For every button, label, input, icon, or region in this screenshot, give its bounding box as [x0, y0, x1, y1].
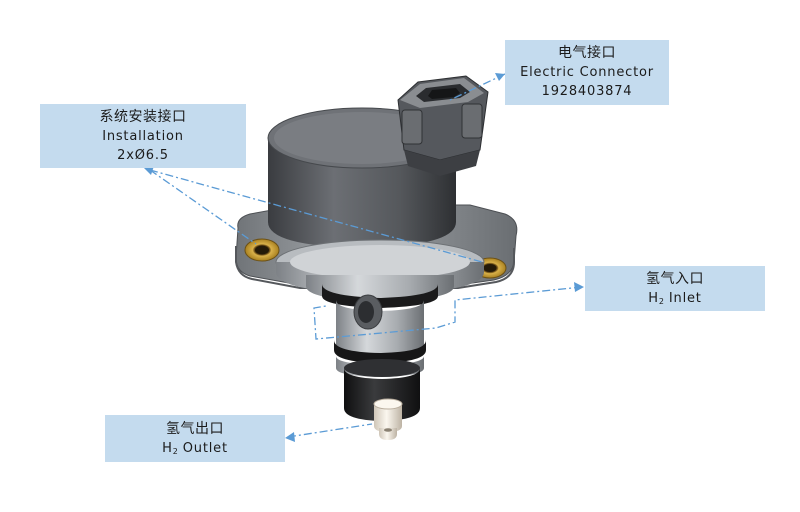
callout-outlet-en: H2 Outlet: [162, 439, 228, 458]
leader-line-electric: [449, 73, 506, 101]
arrowhead-install: [144, 166, 154, 175]
callout-installation: 系统安装接口 Installation 2xØ6.5: [40, 104, 246, 168]
leader-line-outlet: [287, 423, 373, 438]
outlet-nozzle: [373, 398, 403, 440]
callout-inlet-cn: 氢气入口: [646, 270, 704, 287]
callout-install-spec: 2xØ6.5: [117, 147, 169, 163]
callout-electric-connector: 电气接口 Electric Connector 1928403874: [505, 40, 669, 105]
callout-electric-cn: 电气接口: [558, 45, 616, 61]
leader-line-install-left: [149, 169, 257, 245]
callout-electric-part-number: 1928403874: [541, 84, 633, 99]
callout-install-en: Installation: [102, 128, 184, 144]
callout-h2-outlet: 氢气出口 H2 Outlet: [105, 415, 285, 462]
callout-inlet-prefix: H: [648, 290, 659, 306]
callout-outlet-prefix: H: [162, 440, 173, 456]
callout-inlet-label: Inlet: [668, 290, 702, 306]
callout-install-cn: 系统安装接口: [99, 108, 187, 125]
callout-outlet-subscript: 2: [172, 446, 178, 456]
leader-line-inlet: [313, 286, 583, 340]
callout-inlet-en: H2 Inlet: [648, 289, 701, 308]
callout-outlet-label: Outlet: [182, 440, 228, 456]
leader-line-install-right: [149, 169, 483, 263]
arrowhead-outlet: [285, 432, 295, 442]
callout-h2-inlet: 氢气入口 H2 Inlet: [585, 266, 765, 311]
arrowhead-inlet: [574, 282, 584, 292]
arrowhead-electric: [495, 73, 505, 81]
callout-inlet-subscript: 2: [658, 296, 664, 306]
mounting-hole-left: [244, 238, 280, 262]
callout-electric-en: Electric Connector: [520, 65, 654, 80]
valve-stem: [275, 239, 485, 377]
electric-connector: [397, 75, 489, 176]
callout-outlet-cn: 氢气出口: [166, 420, 224, 437]
